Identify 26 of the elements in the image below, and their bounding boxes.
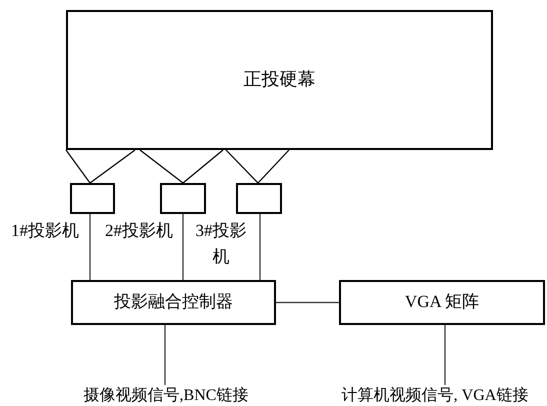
node-label: VGA 矩阵 [404,293,480,312]
projector-box [160,183,206,214]
connector-line [164,325,166,385]
connector-line [276,302,339,304]
connector-line [140,150,184,184]
projector-label: 3#投影机 [194,220,248,268]
signal-label: 摄像视频信号,BNC链接 [66,385,266,405]
component-box [71,280,276,325]
connector-line [182,150,224,184]
component-box [66,10,493,150]
connector-line [258,150,290,184]
connector-line [259,214,261,280]
connector-line [444,325,446,385]
connector-line [66,150,90,184]
projector-box [70,183,115,214]
signal-label: 计算机视频信号, VGA链接 [323,385,547,405]
connector-line [226,150,258,184]
connector-line [182,214,184,280]
component-box [339,280,545,325]
projector-box [236,183,282,214]
connector-line [90,150,136,184]
connector-line [89,214,91,280]
projector-label: 2#投影机 [104,220,174,242]
node-label: 投影融合控制器 [114,293,233,312]
node-label: 正投硬幕 [244,70,316,90]
projector-label: 1#投影机 [10,220,80,242]
